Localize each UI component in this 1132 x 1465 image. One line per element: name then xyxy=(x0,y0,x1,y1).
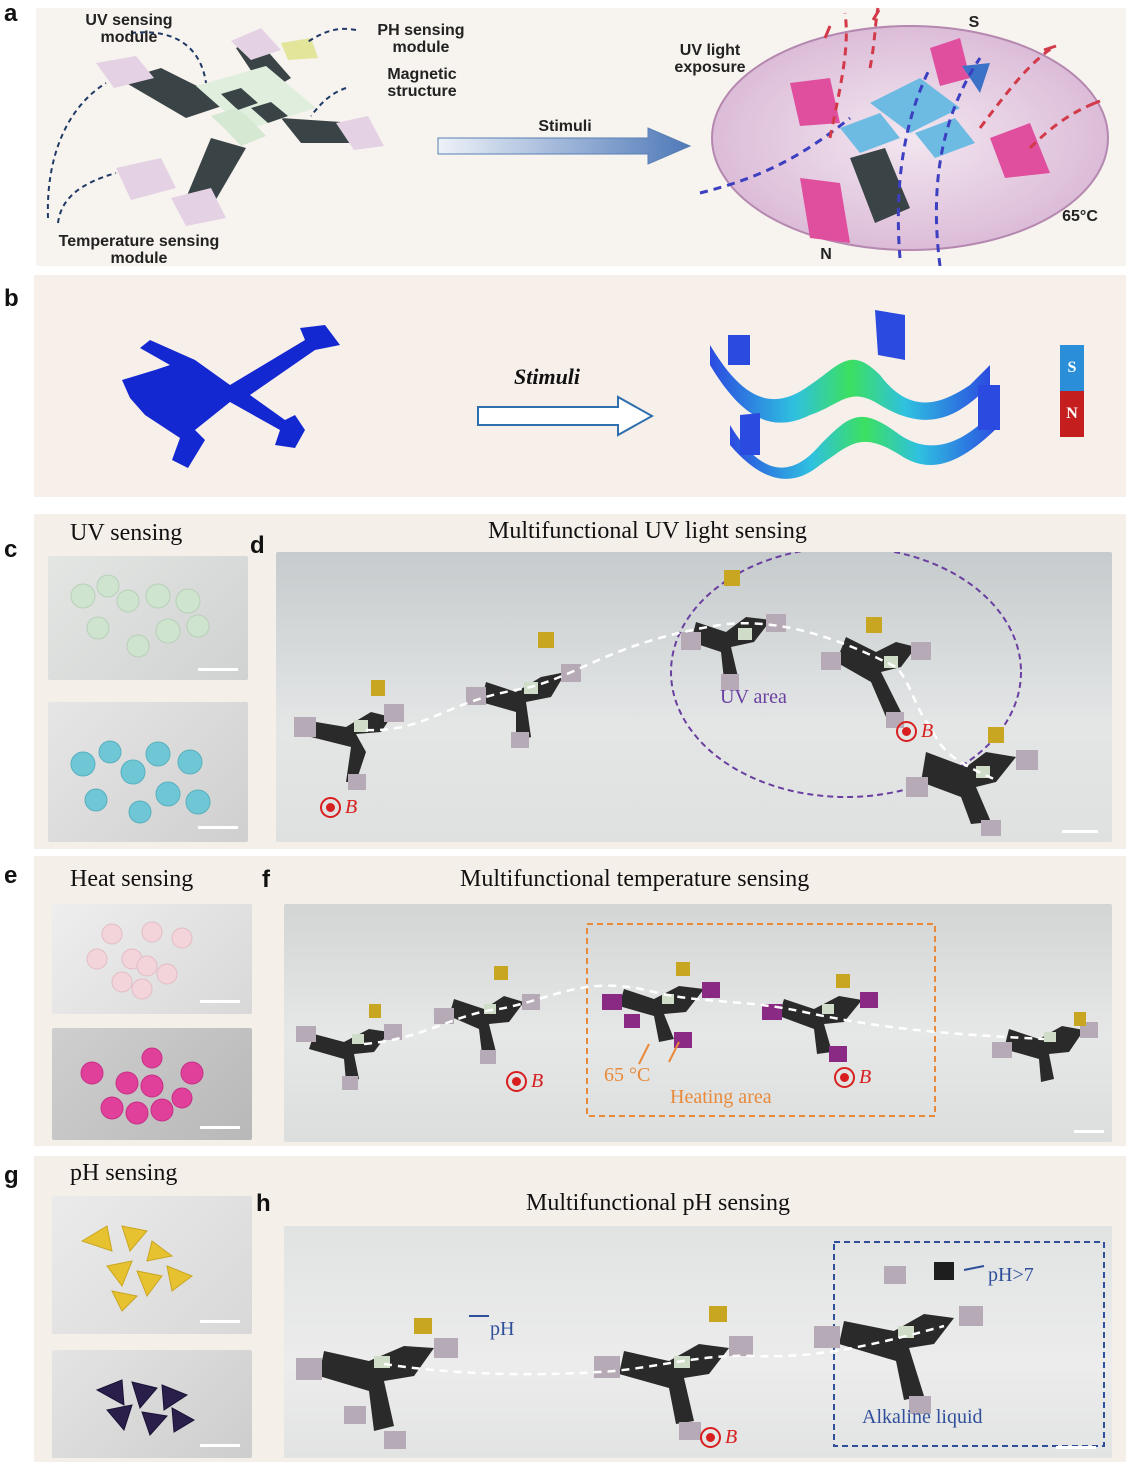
title-ph-sensing: pH sensing xyxy=(70,1160,178,1186)
field-label-d1: B xyxy=(345,796,358,818)
panel-b-flat-sim xyxy=(122,325,340,468)
panel-letter-d: d xyxy=(250,532,265,559)
heat-pieces-pink xyxy=(80,1047,204,1125)
label-pole-n: N xyxy=(820,246,832,263)
label-ph: pH xyxy=(490,1318,515,1340)
label-temp-a: 65°C xyxy=(1062,208,1098,225)
label-pole-s: S xyxy=(968,14,980,31)
photo-ph-after xyxy=(52,1350,252,1458)
panel-letter-e: e xyxy=(4,862,18,889)
uv-pieces-pale xyxy=(70,574,210,658)
label-ph-gt7: pH>7 xyxy=(988,1264,1034,1286)
label-temp-f: 65 °C xyxy=(604,1064,651,1086)
photo-uv-sensing-track xyxy=(276,552,1112,842)
uv-track-drawing xyxy=(294,552,1038,836)
label-ph-module: PH sensing module xyxy=(377,22,465,56)
ph-track-drawing xyxy=(296,1241,1105,1449)
panel-a-deformed-robot xyxy=(699,7,1109,267)
panel-letter-c: c xyxy=(4,536,18,563)
label-uv-module: UV sensing module xyxy=(85,12,173,46)
field-label-d2: B xyxy=(921,720,934,742)
photo-uv-after xyxy=(48,702,248,842)
photo-uv-before xyxy=(48,556,248,680)
title-temperature-sensing: Multifunctional temperature sensing xyxy=(460,866,810,892)
field-out-of-page-icon xyxy=(320,797,341,818)
panel-b-deformed-sim xyxy=(710,310,1000,479)
title-uv-light-sensing: Multifunctional UV light sensing xyxy=(488,518,807,544)
uv-pieces-blue xyxy=(70,740,211,824)
photo-heat-after xyxy=(52,1028,252,1140)
label-alkaline-liquid: Alkaline liquid xyxy=(862,1406,983,1428)
scale-bar-g2 xyxy=(200,1444,240,1447)
magnetic-field-d1: B xyxy=(320,796,357,819)
panel-letter-f: f xyxy=(262,866,270,893)
scale-bar-c2 xyxy=(198,826,238,829)
panel-b-magnet: S N xyxy=(1060,345,1084,437)
magnetic-field-f2: B xyxy=(834,1066,871,1089)
ph-pieces-yellow xyxy=(80,1225,194,1312)
field-label-h1: B xyxy=(725,1426,738,1448)
heat-pieces-pale xyxy=(86,921,193,1000)
scale-bar-g1 xyxy=(200,1320,240,1323)
field-out-of-page-icon xyxy=(834,1067,855,1088)
photo-ph-track xyxy=(284,1226,1112,1458)
scale-bar-c1 xyxy=(198,668,238,671)
photo-heat-before xyxy=(52,904,252,1014)
scale-bar-d xyxy=(1062,830,1098,833)
panel-a-stimuli-arrow xyxy=(437,127,692,165)
temperature-track-drawing xyxy=(296,923,1098,1117)
label-heating-area: Heating area xyxy=(670,1086,772,1108)
magnetic-field-h1: B xyxy=(700,1426,737,1449)
scale-bar-e1 xyxy=(200,1000,240,1003)
label-uv-exposure: UV light exposure xyxy=(674,42,746,76)
magnet-n-pole: N xyxy=(1060,391,1084,437)
scale-bar-f xyxy=(1074,1130,1104,1133)
field-out-of-page-icon xyxy=(700,1427,721,1448)
panel-letter-h: h xyxy=(256,1190,271,1217)
label-stimuli-a: Stimuli xyxy=(538,118,592,135)
scale-bar-e2 xyxy=(200,1126,240,1129)
label-stimuli-b: Stimuli xyxy=(514,364,581,389)
magnet-s-pole: S xyxy=(1060,345,1084,391)
panel-letter-b: b xyxy=(4,285,19,312)
panel-b-stimuli-arrow xyxy=(477,395,655,437)
label-magnetic-structure: Magnetic structure xyxy=(387,66,457,100)
title-heat-sensing: Heat sensing xyxy=(70,866,194,892)
title-ph-sensing-multi: Multifunctional pH sensing xyxy=(526,1190,790,1216)
scale-bar-h xyxy=(1056,1446,1096,1449)
panel-letter-g: g xyxy=(4,1162,19,1189)
panel-a-flat-robot xyxy=(46,27,384,226)
panel-letter-a: a xyxy=(4,0,18,27)
photo-ph-before xyxy=(52,1196,252,1334)
field-label-f1: B xyxy=(531,1070,544,1092)
magnetic-field-f1: B xyxy=(506,1070,543,1093)
magnetic-field-d2: B xyxy=(896,720,933,743)
photo-temperature-track xyxy=(284,904,1112,1142)
label-temperature-module: Temperature sensing module xyxy=(58,233,220,267)
label-uv-area: UV area xyxy=(720,686,787,708)
ph-pieces-dark xyxy=(95,1379,196,1436)
title-uv-sensing: UV sensing xyxy=(70,520,183,546)
field-label-f2: B xyxy=(859,1066,872,1088)
field-out-of-page-icon xyxy=(506,1071,527,1092)
field-out-of-page-icon xyxy=(896,721,917,742)
